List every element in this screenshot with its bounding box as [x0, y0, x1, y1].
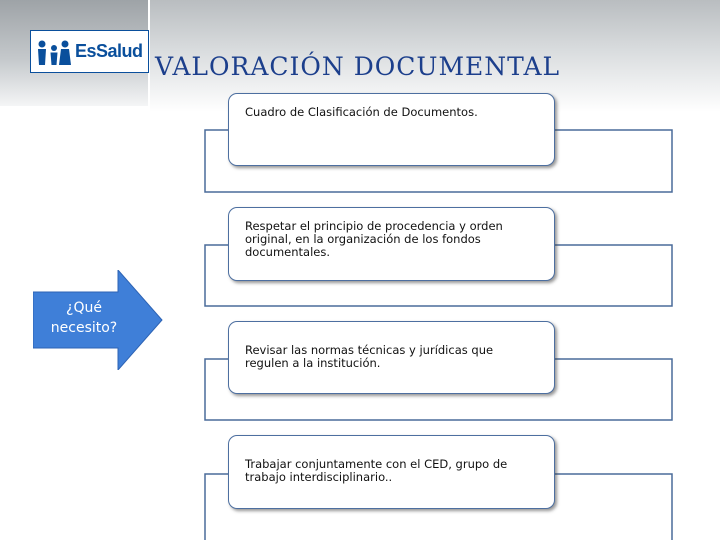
step-box-3: Revisar las normas técnicas y jurídicas … — [228, 321, 555, 394]
step-box-4: Trabajar conjuntamente con el CED, grupo… — [228, 435, 555, 509]
logo-text: EsSalud — [75, 41, 143, 61]
bracket-4-right — [555, 473, 673, 540]
essalud-logo: EsSalud — [30, 30, 149, 73]
arrow-label: ¿Qué necesito? — [50, 300, 118, 336]
arrow-shape — [33, 270, 163, 370]
step-box-2: Respetar el principio de procedencia y o… — [228, 207, 555, 281]
family-icon — [38, 40, 71, 65]
slide-title: VALORACIÓN DOCUMENTAL — [155, 52, 561, 81]
step-text-4: Trabajar conjuntamente con el CED, grupo… — [245, 457, 508, 484]
step-box-1: Cuadro de Clasificación de Documentos. — [228, 93, 555, 166]
step-text-3: Revisar las normas técnicas y jurídicas … — [245, 343, 494, 370]
step-text-2: Respetar el principio de procedencia y o… — [245, 219, 503, 259]
step-text-1: Cuadro de Clasificación de Documentos. — [245, 105, 478, 119]
bracket-4 — [204, 473, 228, 540]
